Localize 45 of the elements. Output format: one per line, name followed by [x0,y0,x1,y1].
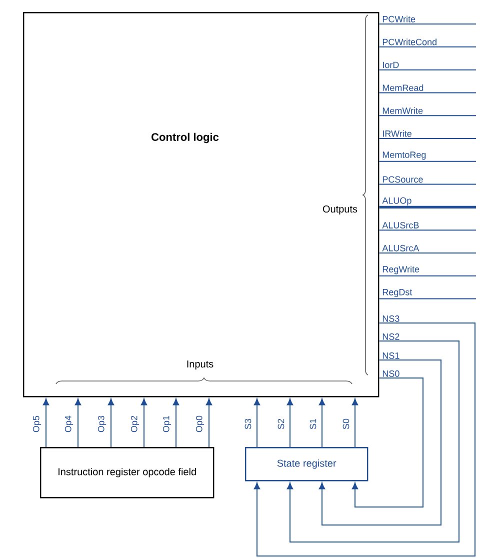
signal-label: PCSource [382,176,423,183]
signal-label: Op5 [32,416,42,432]
signal-arrow [74,398,82,448]
signal-arrow [254,398,260,448]
signal-label: NS0 [382,370,400,377]
signal-label: NS1 [382,352,400,359]
signal-arrow [42,398,50,448]
register-box: State register [245,447,368,482]
signal-label: PCWrite [382,16,416,22]
signal-label: NS3 [382,315,400,322]
signal-label: MemtoReg [382,152,426,160]
signal-arrow [318,360,442,526]
signal-arrow [206,398,212,448]
signal-label: Op2 [130,416,140,432]
signal-arrow [352,378,424,508]
signal-label: S3 [244,418,252,430]
signal-label: S2 [278,418,284,430]
signal-label: ALUSrcB [382,222,419,228]
brace-label: Outputs [322,205,358,215]
signal-label: IRWrite [383,130,412,137]
signal-arrow [140,398,148,448]
signal-arrow [318,398,326,448]
signal-label: RegWrite [382,266,420,274]
signal-label: MemWrite [382,107,423,114]
signal-label: MemRead [382,84,424,92]
signal-label: Op1 [162,416,172,432]
signal-label: ALUSrcA [382,244,420,252]
signal-label: Op3 [98,416,106,432]
signal-label: S0 [342,418,350,430]
signal-arrow [254,322,476,556]
signal-label: IorD [383,62,399,68]
brace-label: Inputs [187,360,214,370]
signal-arrow [108,398,114,448]
signal-label: S1 [310,418,316,430]
signal-label: ALUOp [382,197,412,206]
signal-arrow [286,398,294,448]
register-box: Instruction register opcode field [40,447,214,498]
signal-label: Op0 [196,416,204,432]
signal-arrow [286,340,460,542]
signal-label: PCWriteCond [382,38,436,46]
signal-label: Op4 [64,416,74,432]
signal-arrow [352,398,358,448]
signal-label: RegDst [382,289,412,298]
signal-arrow [172,398,180,448]
signal-label: NS2 [382,333,400,340]
